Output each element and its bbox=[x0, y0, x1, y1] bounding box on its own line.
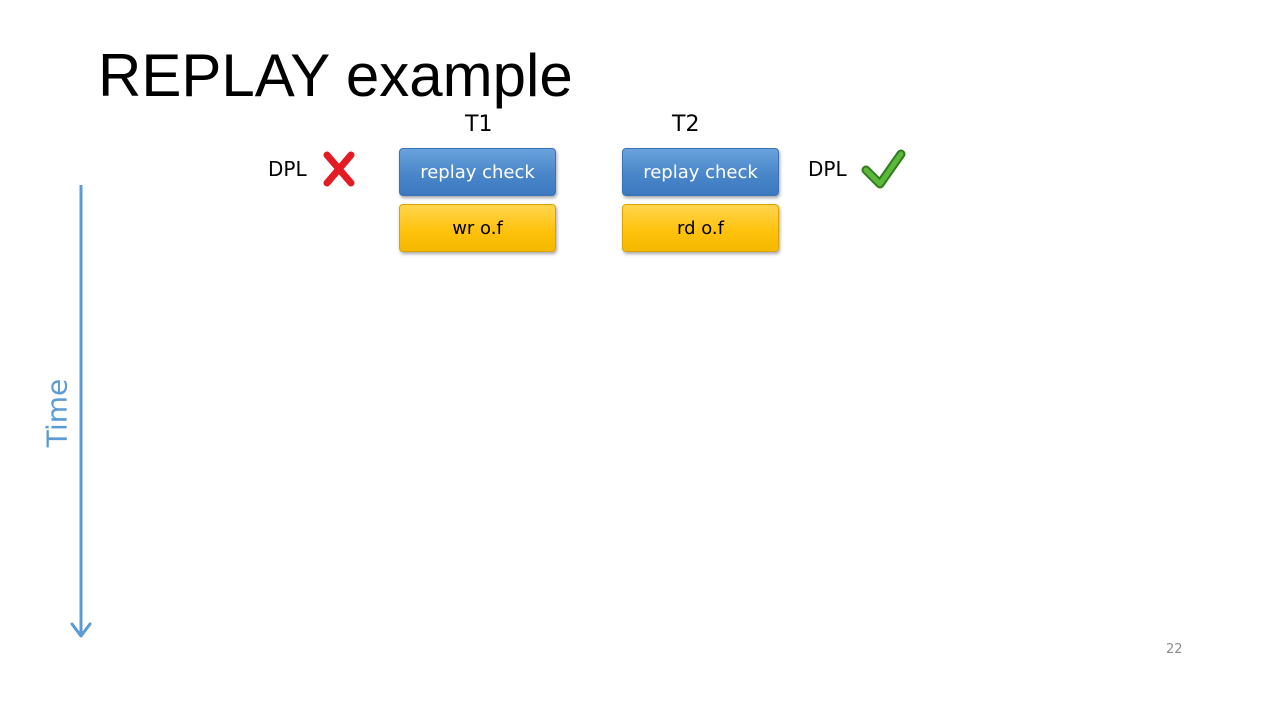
thread-label-t1: T1 bbox=[465, 112, 493, 137]
dpl-label-t2: DPL bbox=[808, 157, 847, 181]
time-axis-label: Time bbox=[40, 378, 74, 448]
time-arrow bbox=[70, 185, 92, 638]
red-x-icon bbox=[323, 151, 355, 187]
write-op-box-t1: wr o.f bbox=[399, 204, 556, 252]
read-op-box-t2: rd o.f bbox=[622, 204, 779, 252]
green-checkmark-icon bbox=[861, 149, 906, 189]
slide-title: REPLAY example bbox=[98, 42, 573, 109]
dpl-label-t1: DPL bbox=[268, 157, 307, 181]
replay-check-box-t1: replay check bbox=[399, 148, 556, 196]
page-number: 22 bbox=[1166, 642, 1183, 657]
replay-check-box-t2: replay check bbox=[622, 148, 779, 196]
thread-label-t2: T2 bbox=[672, 112, 700, 137]
